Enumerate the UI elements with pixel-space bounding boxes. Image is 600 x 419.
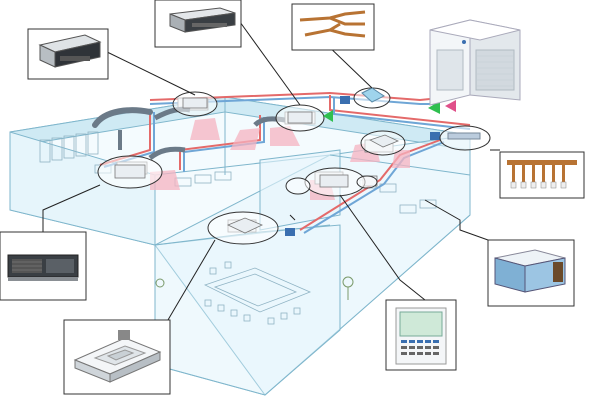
callout-cassette-unit xyxy=(63,319,171,395)
callout-slim-duct-unit xyxy=(154,0,242,48)
callout-floor-standing-duct-unit xyxy=(0,231,87,301)
ducts xyxy=(92,106,286,161)
meeting-room-wall xyxy=(154,224,341,396)
lockers xyxy=(39,131,99,163)
callout-high-static-duct-unit xyxy=(487,239,575,307)
callout-outdoor-vrf-unit xyxy=(429,19,521,106)
meeting-table xyxy=(203,261,312,325)
valve-icons xyxy=(323,100,456,122)
callout-ceiling-concealed-duct-unit xyxy=(27,28,109,80)
plant-icon xyxy=(155,276,354,300)
callout-refnet-joint-piping xyxy=(291,3,375,51)
callout-refnet-header-piping xyxy=(499,151,585,199)
callout-wired-controller xyxy=(385,299,457,371)
leader-lines xyxy=(42,21,500,326)
highlighted-units xyxy=(114,87,481,234)
